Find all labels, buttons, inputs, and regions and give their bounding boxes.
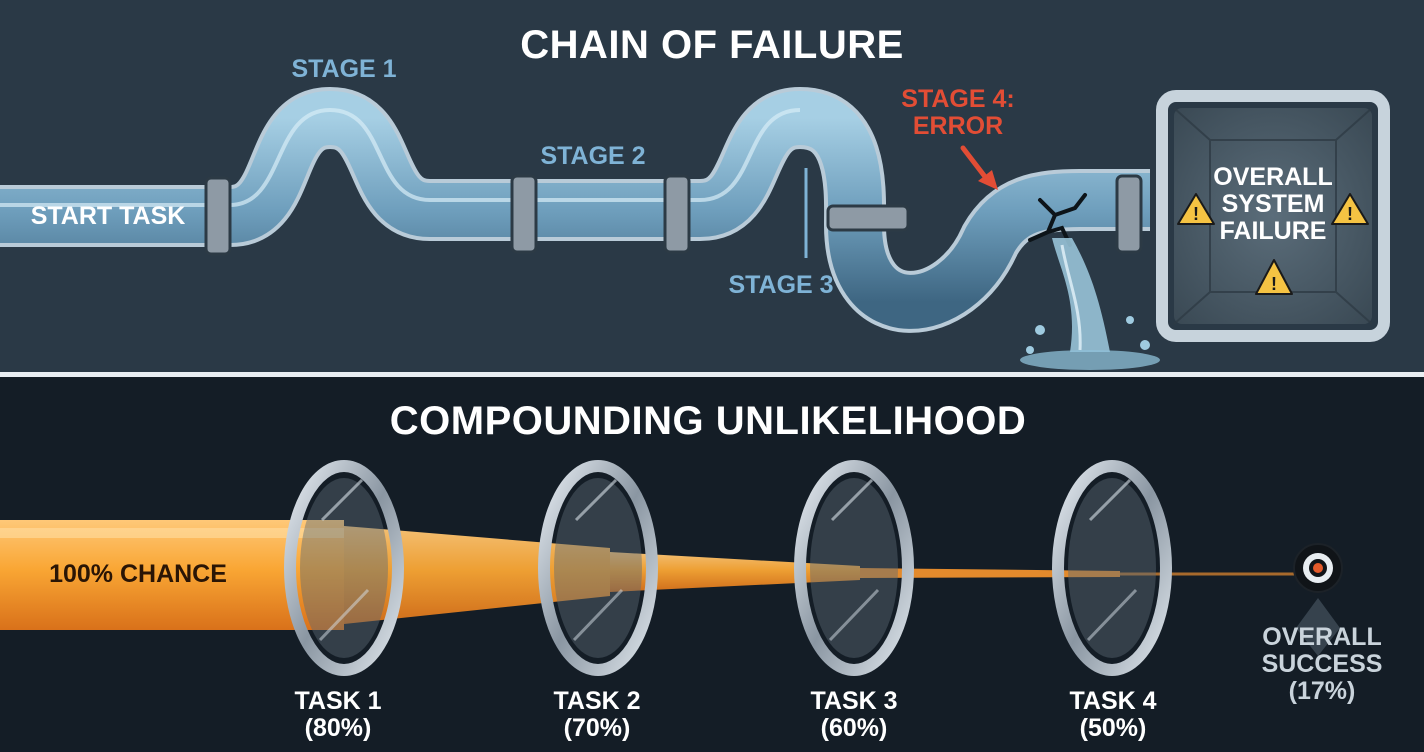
error-line: ERROR [912,112,1004,140]
svg-text:!: ! [1271,274,1277,294]
task-lens [538,460,658,676]
success-label: OVERALL SUCCESS (17%) [1262,624,1383,705]
warning-icon: ! [1331,193,1369,225]
task-percent: (70%) [563,714,631,742]
task-label: TASK 3 (60%) [810,688,897,742]
stage4-error-label: STAGE 4: ERROR [901,86,1014,140]
water-leak [1020,238,1160,370]
stage3-label: STAGE 3 [728,271,834,299]
pipe-joint [510,174,538,254]
task-lens [284,460,404,676]
chain-title: CHAIN OF FAILURE [520,23,904,67]
failure-line: SYSTEM [1221,190,1325,218]
failure-line: OVERALL [1213,163,1333,191]
svg-text:!: ! [1347,204,1353,224]
task-name: TASK 4 [1069,687,1157,715]
pipe-joint [826,204,910,232]
task-name: TASK 2 [553,687,641,715]
svg-text:!: ! [1193,204,1199,224]
target-icon [1293,543,1343,656]
warning-icon: ! [1255,259,1293,295]
failure-label: OVERALL SYSTEM FAILURE [1213,164,1332,245]
pipe-system [0,87,1150,333]
task-label: TASK 4 (50%) [1069,688,1156,742]
task-percent: (60%) [820,714,888,742]
pipe-joint [663,174,691,254]
stage4-line: STAGE 4: [901,85,1015,113]
error-arrow [960,145,998,190]
pipe-joint [204,176,232,256]
success-line: OVERALL [1262,623,1382,651]
crack [1028,193,1087,247]
warning-icon: ! [1177,193,1215,225]
success-line: SUCCESS [1261,650,1383,678]
failure-line: FAILURE [1219,217,1327,245]
task-label: TASK 2 (70%) [553,688,640,742]
panel-divider [0,372,1424,377]
stage1-label: STAGE 1 [291,55,397,83]
beam-label: 100% CHANCE [49,560,227,588]
success-line: (17%) [1288,677,1356,705]
task-lens [794,460,914,676]
compound-title: COMPOUNDING UNLIKELIHOOD [389,399,1027,443]
task-name: TASK 3 [810,687,898,715]
pipe-joint [1115,174,1143,254]
start-task-label: START TASK [30,202,186,230]
task-percent: (50%) [1079,714,1147,742]
task-percent: (80%) [304,714,372,742]
task-name: TASK 1 [294,687,382,715]
task-lens [1052,460,1172,676]
task-label: TASK 1 (80%) [294,688,381,742]
stage2-label: STAGE 2 [540,142,646,170]
